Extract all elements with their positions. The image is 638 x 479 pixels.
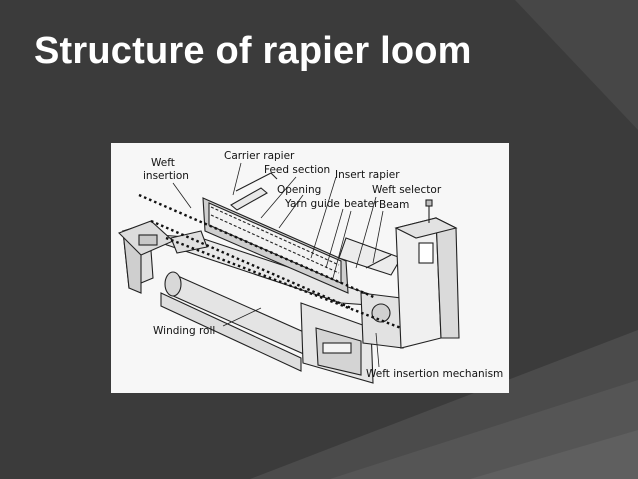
label-weft-selector: Weft selector [372,184,442,196]
carrier-rapier-head [230,187,268,211]
bottom-swoosh-lighter [470,430,638,479]
loom-drawing: Weft insertion Carrier rapier Feed secti… [118,150,503,384]
weft-path [138,193,402,330]
label-feed-section: Feed section [264,164,330,176]
label-weft: Weft [151,157,175,169]
slide-title: Structure of rapier loom [34,30,472,72]
label-insertion: insertion [143,170,189,182]
label-beater: beater [344,198,379,210]
label-insert-rapier: Insert rapier [335,169,400,181]
label-carrier-rapier: Carrier rapier [224,150,295,162]
label-winding-roll: Winding roll [153,325,215,337]
label-yarn-guide: Yarn guide [284,198,340,210]
leader-lines [172,162,384,368]
label-weft-insertion-mechanism: Weft insertion mechanism [366,368,503,380]
corner-shape [515,0,638,130]
winding-roll-end [164,271,182,297]
rapier-loom-diagram: Weft insertion Carrier rapier Feed secti… [111,143,509,393]
label-beam: Beam [379,199,409,211]
warp-beam-shelf [338,237,402,276]
lower-roll [160,292,302,372]
label-opening: Opening [277,184,321,196]
